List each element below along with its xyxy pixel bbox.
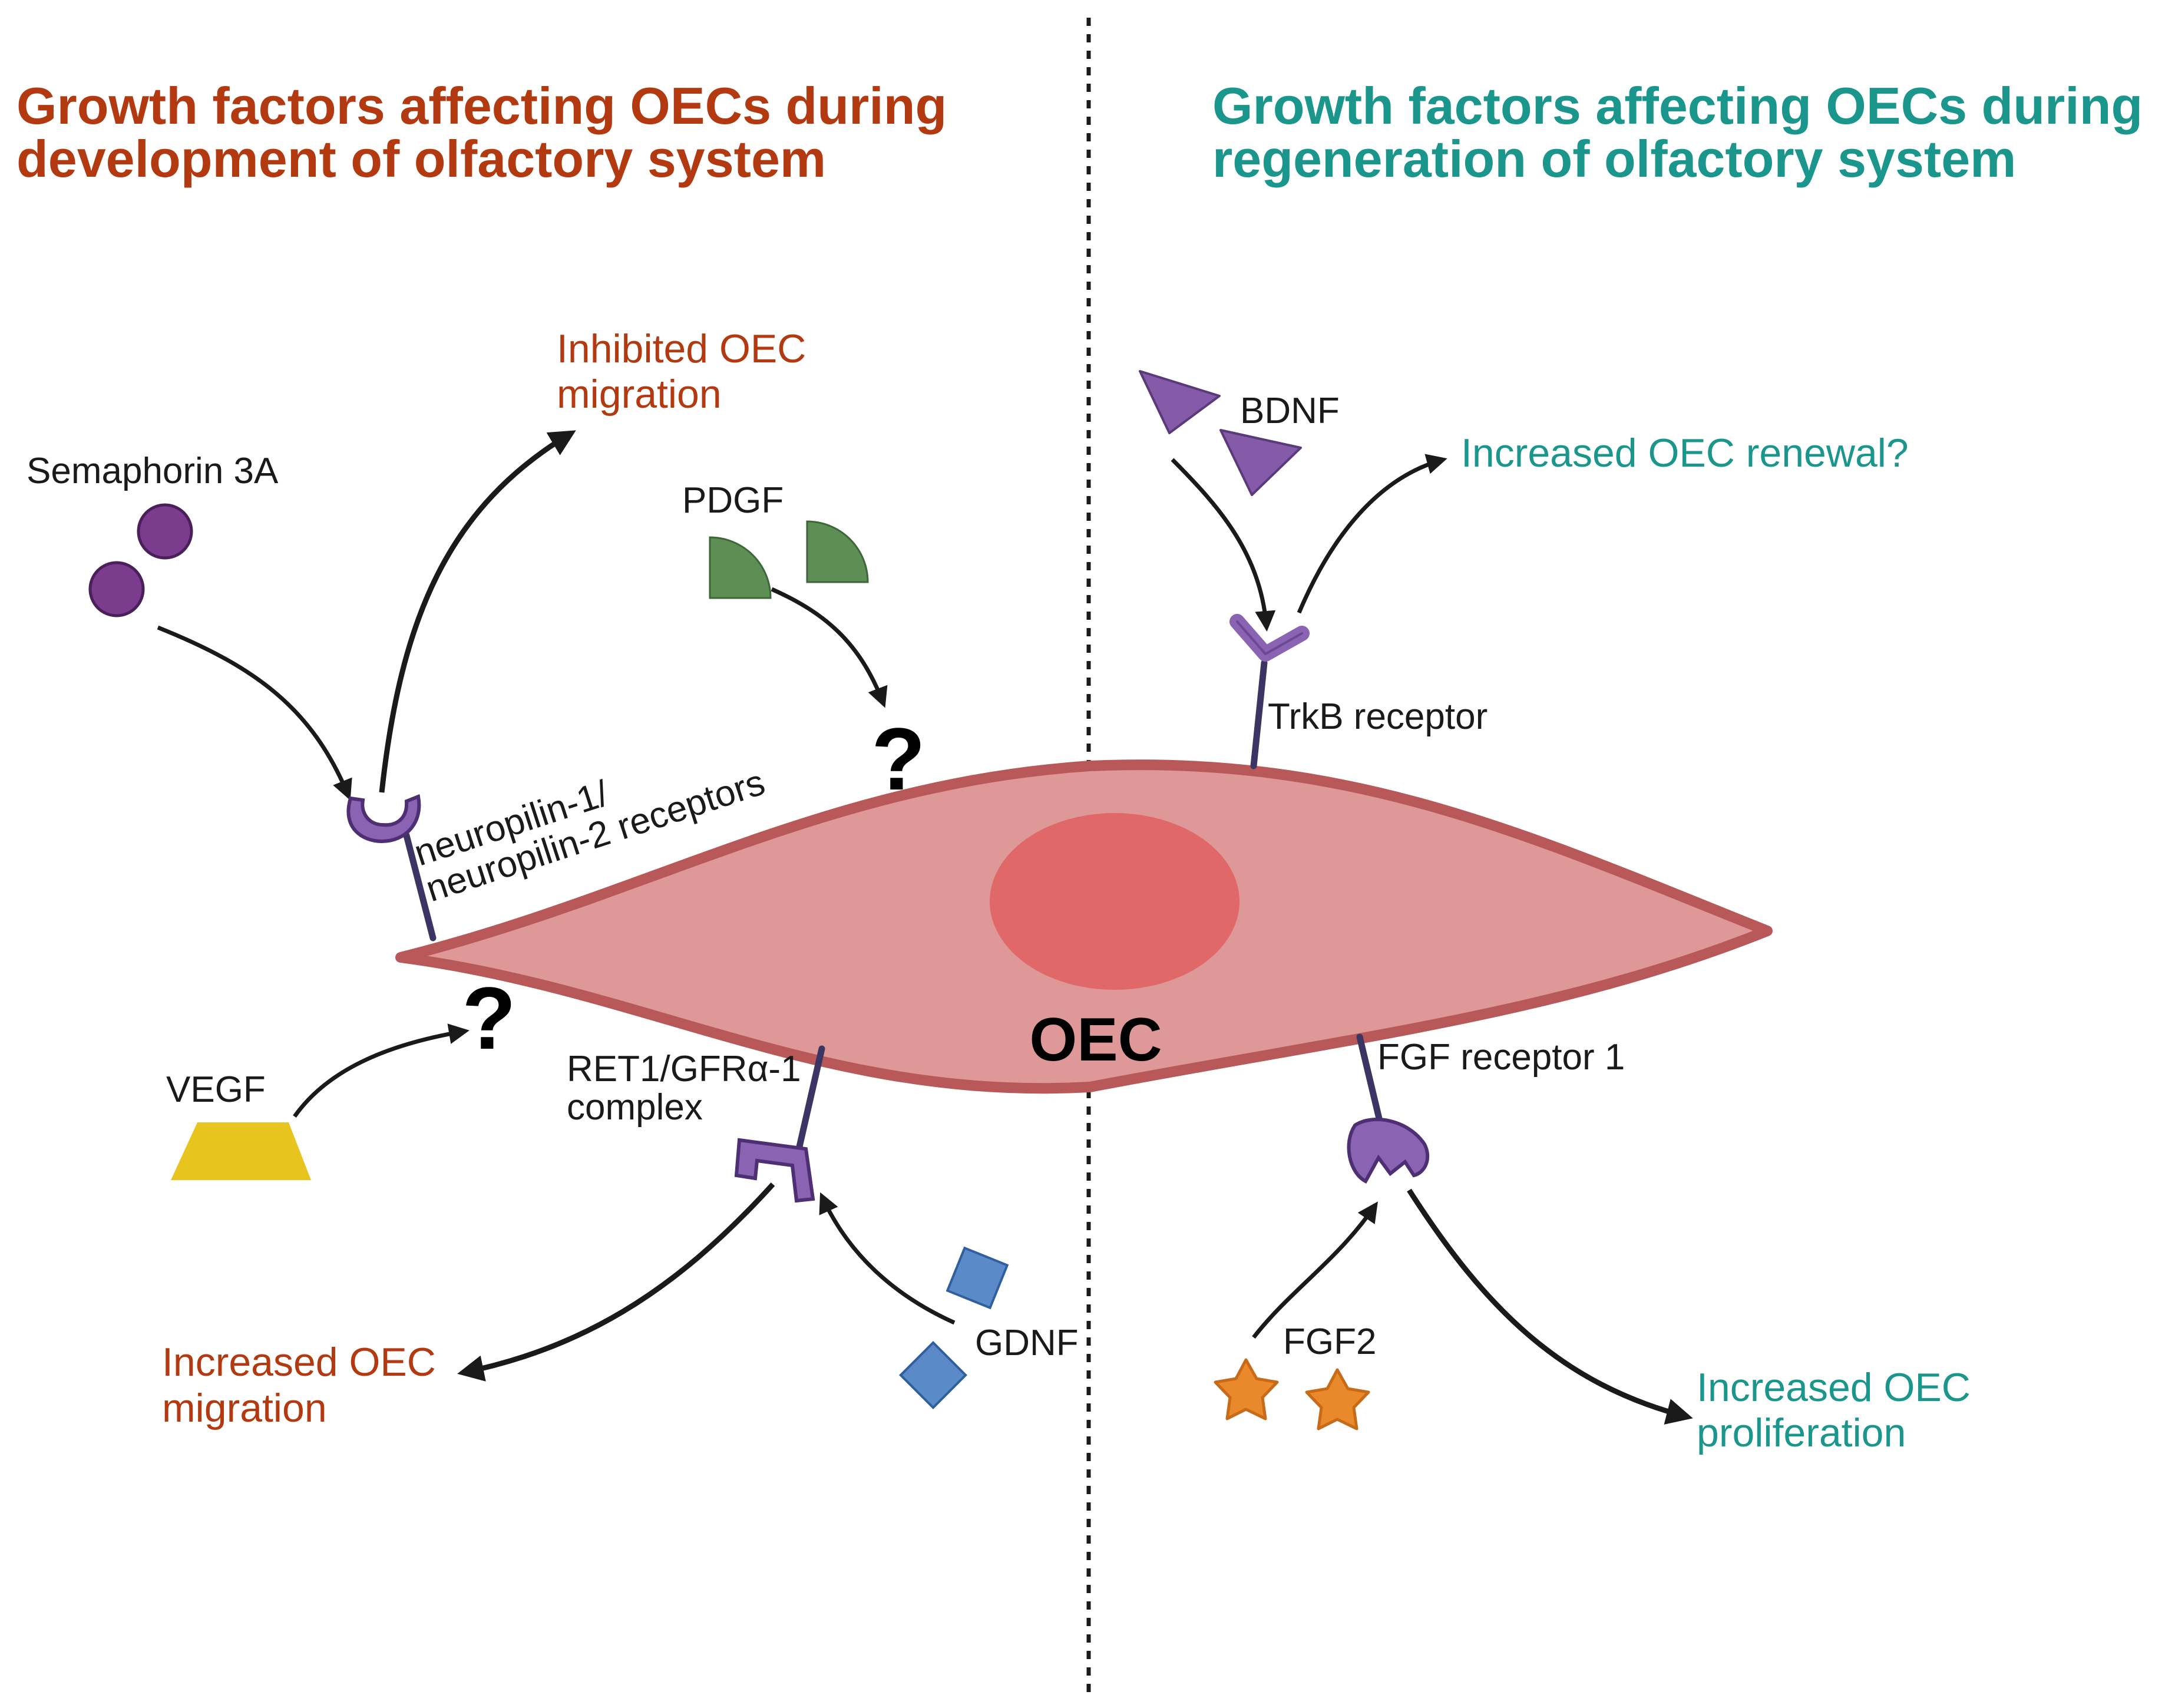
proliferation-arrow: [1407, 1188, 1693, 1425]
renewal-arrow: [1297, 454, 1447, 614]
regeneration-title-line-2: regeneration of olfactory system: [1212, 130, 2016, 188]
ret-complex-label-line-2: complex: [567, 1087, 703, 1128]
regeneration-title: Growth factors affecting OECs during reg…: [1212, 77, 2157, 188]
fgfr1-receptor-icon: [1347, 1118, 1430, 1184]
neuropilin-receptor-stalk: [403, 832, 437, 941]
trkb-receptor-outline: [1236, 620, 1303, 655]
trkb-receptor-stalk: [1250, 659, 1268, 769]
inhibited-migration-arrow: [379, 430, 576, 793]
vegf-molecule-icon: [171, 1122, 311, 1180]
gdnf-molecule-icon: [899, 1341, 967, 1409]
increased-migration-line-1: Increased OEC: [162, 1340, 436, 1385]
bdnf-label: BDNF: [1240, 391, 1340, 431]
vegf-unknown-marker: ?: [462, 969, 516, 1068]
regeneration-title-line-1: Growth factors affecting OECs during: [1212, 77, 2143, 135]
neuropilin-receptor-icon: [346, 794, 421, 844]
renewal-outcome-label: Increased OEC renewal?: [1461, 431, 1909, 475]
development-title: Growth factors affecting OECs during dev…: [16, 77, 961, 188]
bdnf-binding-arrow: [1171, 458, 1276, 632]
fgf2-molecule-icon: [1214, 1358, 1279, 1420]
ret-complex-receptor-icon: [734, 1138, 815, 1203]
increased-migration-line-2: migration: [162, 1386, 327, 1431]
gdnf-label: GDNF: [975, 1323, 1079, 1363]
fgf2-molecule-icon: [1305, 1368, 1370, 1431]
fgfr1-receptor-label: FGF receptor 1: [1377, 1037, 1625, 1078]
pdgf-molecule-icon: [709, 536, 772, 599]
increased-migration-arrow: [457, 1182, 775, 1382]
inhibited-migration-line-2: migration: [557, 372, 722, 417]
development-title-line-2: development of olfactory system: [16, 130, 826, 188]
inhibited-migration-label: Inhibited OEC migration: [557, 326, 817, 417]
proliferation-line-1: Increased OEC: [1697, 1365, 1971, 1410]
bdnf-molecule-icon: [1219, 429, 1302, 496]
ret-complex-label-line-1: RET1/GFRα-1: [567, 1049, 801, 1089]
pdgf-molecule-icon: [806, 520, 869, 583]
semaphorin-molecule-icon: [137, 503, 193, 560]
pdgf-unknown-marker: ?: [871, 709, 925, 808]
ret-complex-label: RET1/GFRα-1 complex: [567, 1049, 811, 1128]
vegf-arrow: [293, 1023, 470, 1118]
vegf-label: VEGF: [166, 1069, 266, 1110]
gdnf-molecule-icon: [946, 1246, 1009, 1310]
semaphorin-label: Semaphorin 3A: [27, 451, 279, 491]
bdnf-molecule-icon: [1139, 370, 1221, 434]
increased-migration-label: Increased OEC migration: [162, 1340, 447, 1431]
proliferation-outcome-label: Increased OEC proliferation: [1697, 1365, 1982, 1455]
proliferation-line-2: proliferation: [1697, 1410, 1906, 1455]
fgf2-binding-arrow: [1252, 1201, 1378, 1339]
pdgf-arrow: [771, 587, 888, 708]
fgf2-label: FGF2: [1283, 1322, 1376, 1362]
oec-label: OEC: [1029, 1006, 1162, 1074]
gdnf-arrow: [819, 1192, 956, 1325]
fgfr1-receptor-stalk: [1356, 1033, 1385, 1132]
development-title-line-1: Growth factors affecting OECs during: [16, 77, 947, 135]
pdgf-label: PDGF: [682, 480, 784, 521]
trkb-receptor-label: TrkB receptor: [1268, 696, 1488, 737]
semaphorin-molecule-icon: [88, 561, 145, 617]
ret-complex-stalk: [795, 1045, 825, 1155]
inhibited-migration-line-1: Inhibited OEC: [557, 326, 806, 371]
oec-nucleus: [990, 813, 1239, 990]
semaphorin-binding-arrow: [157, 625, 352, 801]
